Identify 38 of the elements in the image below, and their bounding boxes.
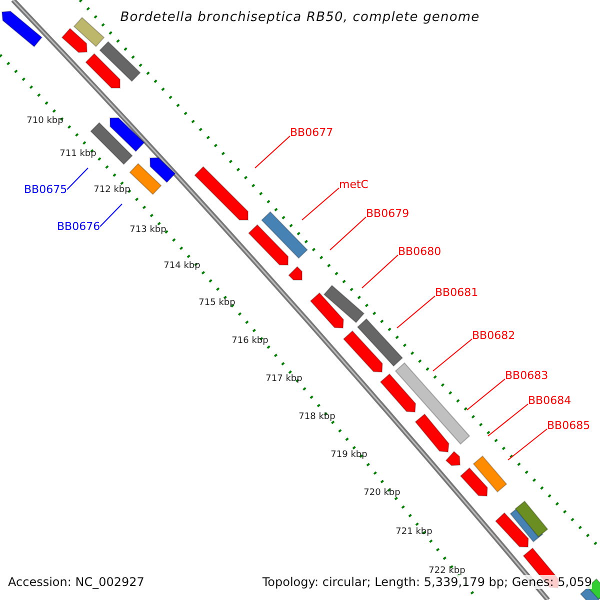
scale-label: 721 kbp bbox=[396, 528, 432, 537]
leader-line bbox=[396, 296, 436, 328]
gene-label: BB0676 bbox=[57, 221, 100, 232]
scale-label: 716 kbp bbox=[232, 337, 268, 346]
scale-label: 710 kbp bbox=[26, 117, 64, 126]
leader-line bbox=[488, 404, 528, 436]
gene-label: BB0682 bbox=[472, 330, 516, 341]
gene-label: BB0685 bbox=[547, 420, 590, 431]
leader-line bbox=[100, 204, 122, 227]
gene-label: BB0683 bbox=[505, 370, 548, 381]
scale-label: 715 kbp bbox=[198, 299, 236, 308]
scale-label: 722 kbp bbox=[428, 567, 466, 576]
leader-line bbox=[254, 136, 290, 168]
gene-label: BB0677 bbox=[290, 127, 334, 138]
gene-label: metC bbox=[339, 179, 368, 190]
accession-text: Accession: NC_002927 bbox=[8, 575, 144, 589]
leader-line bbox=[302, 188, 340, 220]
scale-label: 713 kbp bbox=[130, 226, 166, 235]
leader-line bbox=[466, 378, 506, 410]
leader-line bbox=[330, 216, 366, 250]
gene-label: BB0679 bbox=[366, 208, 410, 219]
scale-label: 714 kbp bbox=[164, 262, 200, 271]
scale-label: 718 kbp bbox=[298, 413, 336, 422]
gene-label: BB0681 bbox=[435, 287, 478, 298]
leader-line bbox=[432, 338, 472, 372]
topology-text: Topology: circular; Length: 5,339,179 bp; Genes: 5,059 bbox=[262, 575, 592, 589]
leader-line bbox=[362, 254, 398, 288]
scale-label: 711 kbp bbox=[60, 150, 96, 159]
scale-label: 719 kbp bbox=[330, 451, 368, 460]
leader-line bbox=[66, 168, 88, 190]
scale-label: 712 kbp bbox=[94, 186, 130, 195]
scale-label: 720 kbp bbox=[364, 489, 400, 498]
title: Bordetella bronchiseptica RB50, complete genome bbox=[119, 11, 481, 24]
gene-label: BB0675 bbox=[24, 184, 68, 195]
scale-label: 717 kbp bbox=[266, 375, 302, 384]
gene-label: BB0680 bbox=[398, 246, 442, 257]
gene-label: BB0684 bbox=[528, 395, 572, 406]
leader-line bbox=[508, 428, 548, 460]
